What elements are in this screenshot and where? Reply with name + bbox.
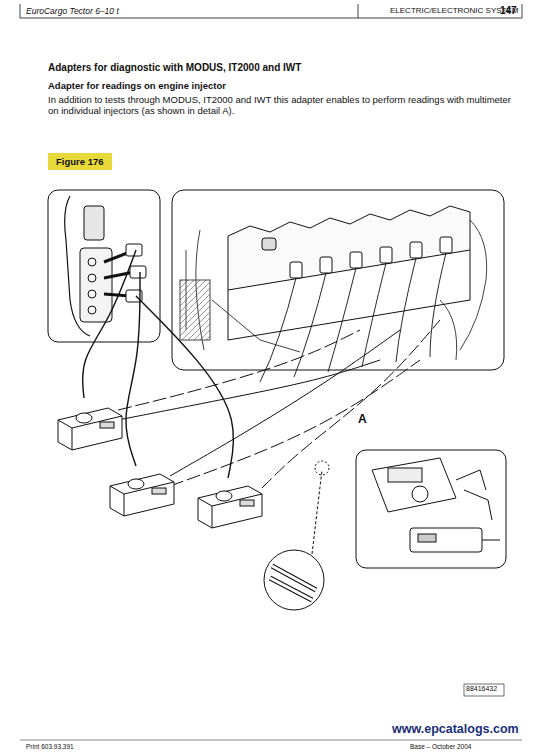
figure-label: Figure 176 <box>48 153 112 170</box>
injector-adapter <box>110 474 174 516</box>
footer-base: Base – October 2004 <box>410 743 471 751</box>
cable <box>83 250 136 398</box>
cable <box>170 360 420 486</box>
engine-illustration <box>172 190 504 382</box>
header-title: EuroCargo Tector 6–10 t <box>26 6 119 16</box>
section-title: Adapters for diagnostic with MODUS, IT20… <box>48 62 301 74</box>
body-text: In addition to tests through MODUS, IT20… <box>48 94 522 117</box>
page-number: 147 <box>500 5 517 17</box>
cable <box>118 330 360 410</box>
tester-panel <box>48 190 160 342</box>
cable <box>126 272 140 466</box>
figure-number: Figure 176 <box>56 156 104 167</box>
cable <box>118 360 380 420</box>
figure-code: 88416432 <box>466 685 497 693</box>
injector-adapter <box>198 486 262 528</box>
detail-a-multimeter <box>356 450 506 568</box>
footer-print: Print 603.93.391 <box>26 743 74 751</box>
detail-label: A <box>358 412 367 426</box>
magnified-connector <box>264 461 329 610</box>
cable <box>136 296 234 478</box>
header-section: ELECTRIC/ELECTRONIC SYSTEM <box>390 6 518 16</box>
cable <box>262 320 440 488</box>
watermark: www.epcatalogs.com <box>392 722 519 737</box>
header-rule <box>20 18 522 19</box>
injector-adapter <box>58 408 122 450</box>
subsection-title: Adapter for readings on engine injector <box>48 80 226 91</box>
